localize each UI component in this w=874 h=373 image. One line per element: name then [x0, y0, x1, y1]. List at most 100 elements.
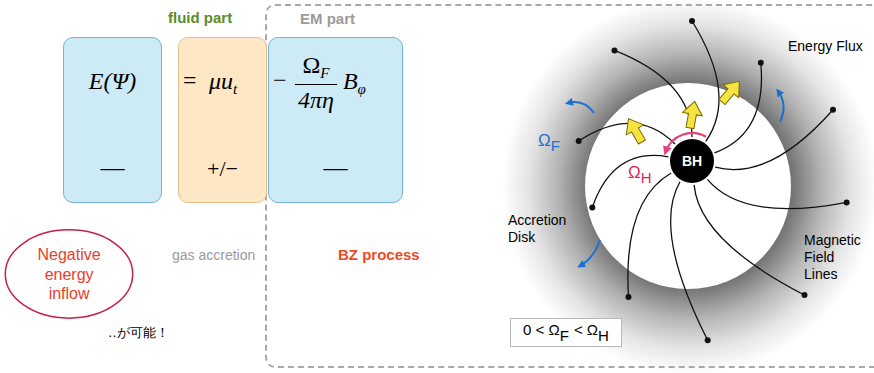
label: fluid part	[168, 9, 232, 26]
dashed-region: EM partΩF4πηBφ—BH0 < ΩF< ΩH	[265, 4, 874, 368]
subscript: t	[233, 81, 237, 97]
line-end-dot	[626, 294, 632, 300]
math-symbol: F	[320, 65, 329, 81]
flux-arrow	[680, 100, 704, 130]
inner-region	[585, 83, 791, 289]
highlight-ellipse: Negative energy inflow	[4, 228, 134, 320]
label: gas accretion	[170, 247, 257, 263]
line-end-dot	[802, 292, 808, 298]
field-line	[692, 21, 719, 141]
field-line	[694, 185, 804, 295]
energy-flux-arrows	[620, 75, 747, 147]
subscript: H	[641, 169, 652, 186]
field-line	[715, 63, 762, 153]
denominator: 4πη	[295, 87, 337, 115]
line-end-dot	[576, 138, 582, 144]
math-symbol: 4πη	[298, 87, 334, 113]
math-term: E(Ψ)	[89, 68, 137, 94]
text-row: —	[269, 154, 402, 181]
text-row: E(Ψ)	[64, 68, 161, 96]
label: ‥が可能！	[108, 324, 169, 342]
equation-box: E(Ψ) —	[63, 37, 162, 203]
subscript: F	[560, 327, 569, 344]
sign-mark: —	[101, 154, 125, 180]
field-rotation-arrows	[568, 91, 784, 266]
condition-box: 0 < ΩF < ΩH	[510, 318, 622, 347]
part-heading: EM part	[300, 10, 355, 27]
term-note: BZ process	[338, 246, 420, 263]
accretion-disk	[502, 0, 874, 373]
equation-box: ΩF 4πη Bφ —	[268, 37, 403, 203]
rotation-arrow	[580, 240, 600, 266]
line-end-dot	[844, 199, 850, 205]
fraction: ΩF 4πη	[295, 52, 337, 115]
hole-label: BH	[682, 153, 702, 169]
text-line: ΩF 4πη Bφ	[295, 52, 366, 115]
text-block: Negative energy inflow	[27, 245, 111, 303]
text-line: +/−	[207, 156, 238, 182]
field-label: Magnetic Field Lines	[804, 232, 861, 282]
line-end-dot	[589, 205, 595, 211]
field-line	[715, 110, 833, 170]
condition-text: < Ω	[574, 321, 598, 338]
math-term: μu	[209, 68, 233, 94]
equation-box: μut +/−	[178, 37, 267, 203]
field-line	[707, 179, 846, 208]
subscript: H	[598, 327, 609, 344]
text-row: +/−	[179, 156, 266, 182]
note-text: ‥が可能！	[108, 325, 169, 340]
sign-mark: —	[324, 154, 348, 180]
field-line	[628, 173, 671, 297]
line-end-dot	[758, 60, 764, 66]
omega-label: Ω	[538, 131, 551, 150]
equals-sign: =	[183, 67, 197, 93]
rotation-arrow	[568, 102, 594, 113]
black-hole: BH	[670, 139, 714, 183]
field-line	[671, 182, 708, 340]
text-block: BH	[682, 153, 702, 169]
term-note: gas accretion	[172, 247, 255, 263]
line-end-dot	[612, 47, 618, 53]
field-line-ends	[576, 18, 850, 343]
line-end-dot	[830, 107, 836, 113]
condition-text: 0 < Ω	[523, 321, 560, 338]
text-row: EM part	[300, 10, 355, 28]
ellipse-shape	[5, 230, 132, 318]
note-text: Negative energy inflow	[38, 246, 101, 301]
text-line: —	[324, 154, 348, 181]
flux-arrow	[620, 114, 651, 147]
disk-label: Accretion Disk	[508, 212, 566, 245]
part-heading: fluid part	[168, 9, 232, 26]
label: −	[273, 67, 287, 95]
text-block: 0 < ΩF < ΩH	[523, 321, 609, 343]
text-row: —	[64, 154, 161, 181]
flux-arrow	[714, 75, 747, 109]
sign-mark: +/−	[207, 156, 238, 181]
subscript: φ	[358, 81, 366, 97]
flux-label: Energy Flux	[788, 38, 863, 54]
label: BZ process	[338, 246, 420, 263]
text-line: —	[101, 154, 125, 181]
label: Accretion Disk	[508, 212, 576, 246]
rotation-arrow	[778, 91, 784, 122]
math-symbol: Ω	[302, 52, 320, 78]
field-line	[592, 155, 668, 207]
text-row: μut	[209, 68, 237, 99]
text-line: EM part	[300, 10, 355, 27]
math-term: B	[343, 68, 358, 94]
subscript: F	[551, 137, 560, 154]
label: Magnetic Field Lines	[804, 232, 868, 282]
label: ΩF	[538, 131, 560, 154]
numerator: ΩF	[295, 52, 337, 83]
line-end-dot	[689, 18, 695, 24]
text-line: μut	[209, 68, 237, 99]
label: =	[183, 67, 197, 95]
label: Energy Flux	[788, 38, 863, 54]
fraction-bar	[295, 84, 337, 86]
line-end-dot	[705, 337, 711, 343]
text-line: E(Ψ)	[89, 68, 137, 96]
minus-sign: −	[273, 67, 287, 93]
text-row: ΩF 4πη Bφ	[295, 52, 366, 115]
field-lines	[579, 21, 847, 340]
